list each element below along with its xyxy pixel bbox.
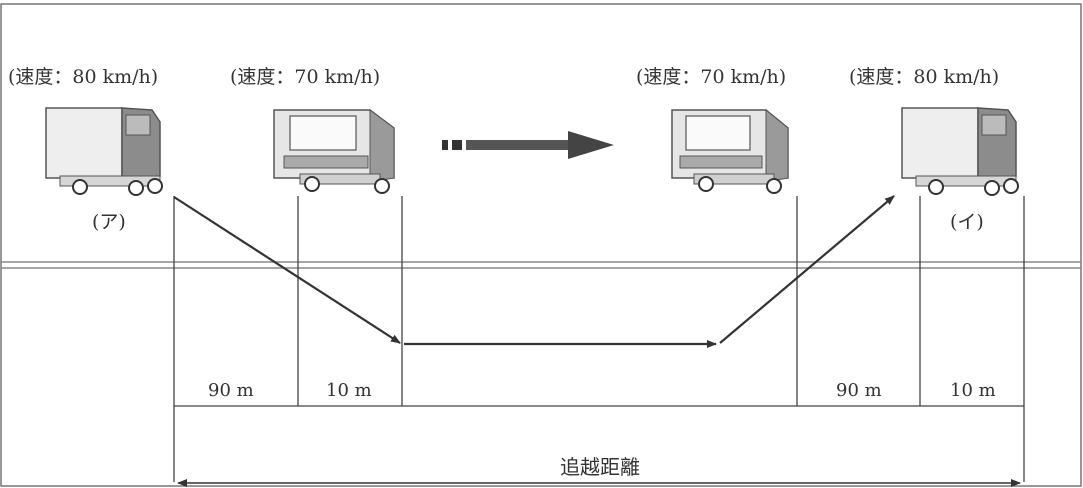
speed-label-truck-before: (速度：80 km/h) xyxy=(8,66,158,88)
gap-label-90m-left: 90 m xyxy=(208,380,254,401)
vehicle-label-i: (イ) xyxy=(950,211,984,233)
gap-label-10m-right: 10 m xyxy=(950,380,996,401)
gap-label-10m-left: 10 m xyxy=(326,380,372,401)
gap-label-90m-right: 90 m xyxy=(836,380,882,401)
truck-icon xyxy=(45,107,163,196)
vehicle-label-a: (ア) xyxy=(92,211,126,233)
speed-label-bus-after: (速度：70 km/h) xyxy=(636,66,786,88)
direction-arrow-icon xyxy=(442,131,614,159)
bus-icon xyxy=(273,109,395,194)
bus-icon xyxy=(671,108,789,194)
truck-icon xyxy=(901,107,1019,196)
reference-lines xyxy=(173,196,1025,482)
overtaking-path xyxy=(173,195,895,348)
speed-label-truck-after: (速度：80 km/h) xyxy=(849,66,999,88)
speed-label-bus-before: (速度：70 km/h) xyxy=(230,66,380,88)
total-distance-label: 追越距離 xyxy=(560,455,640,479)
road-lane-line xyxy=(1,261,1081,269)
